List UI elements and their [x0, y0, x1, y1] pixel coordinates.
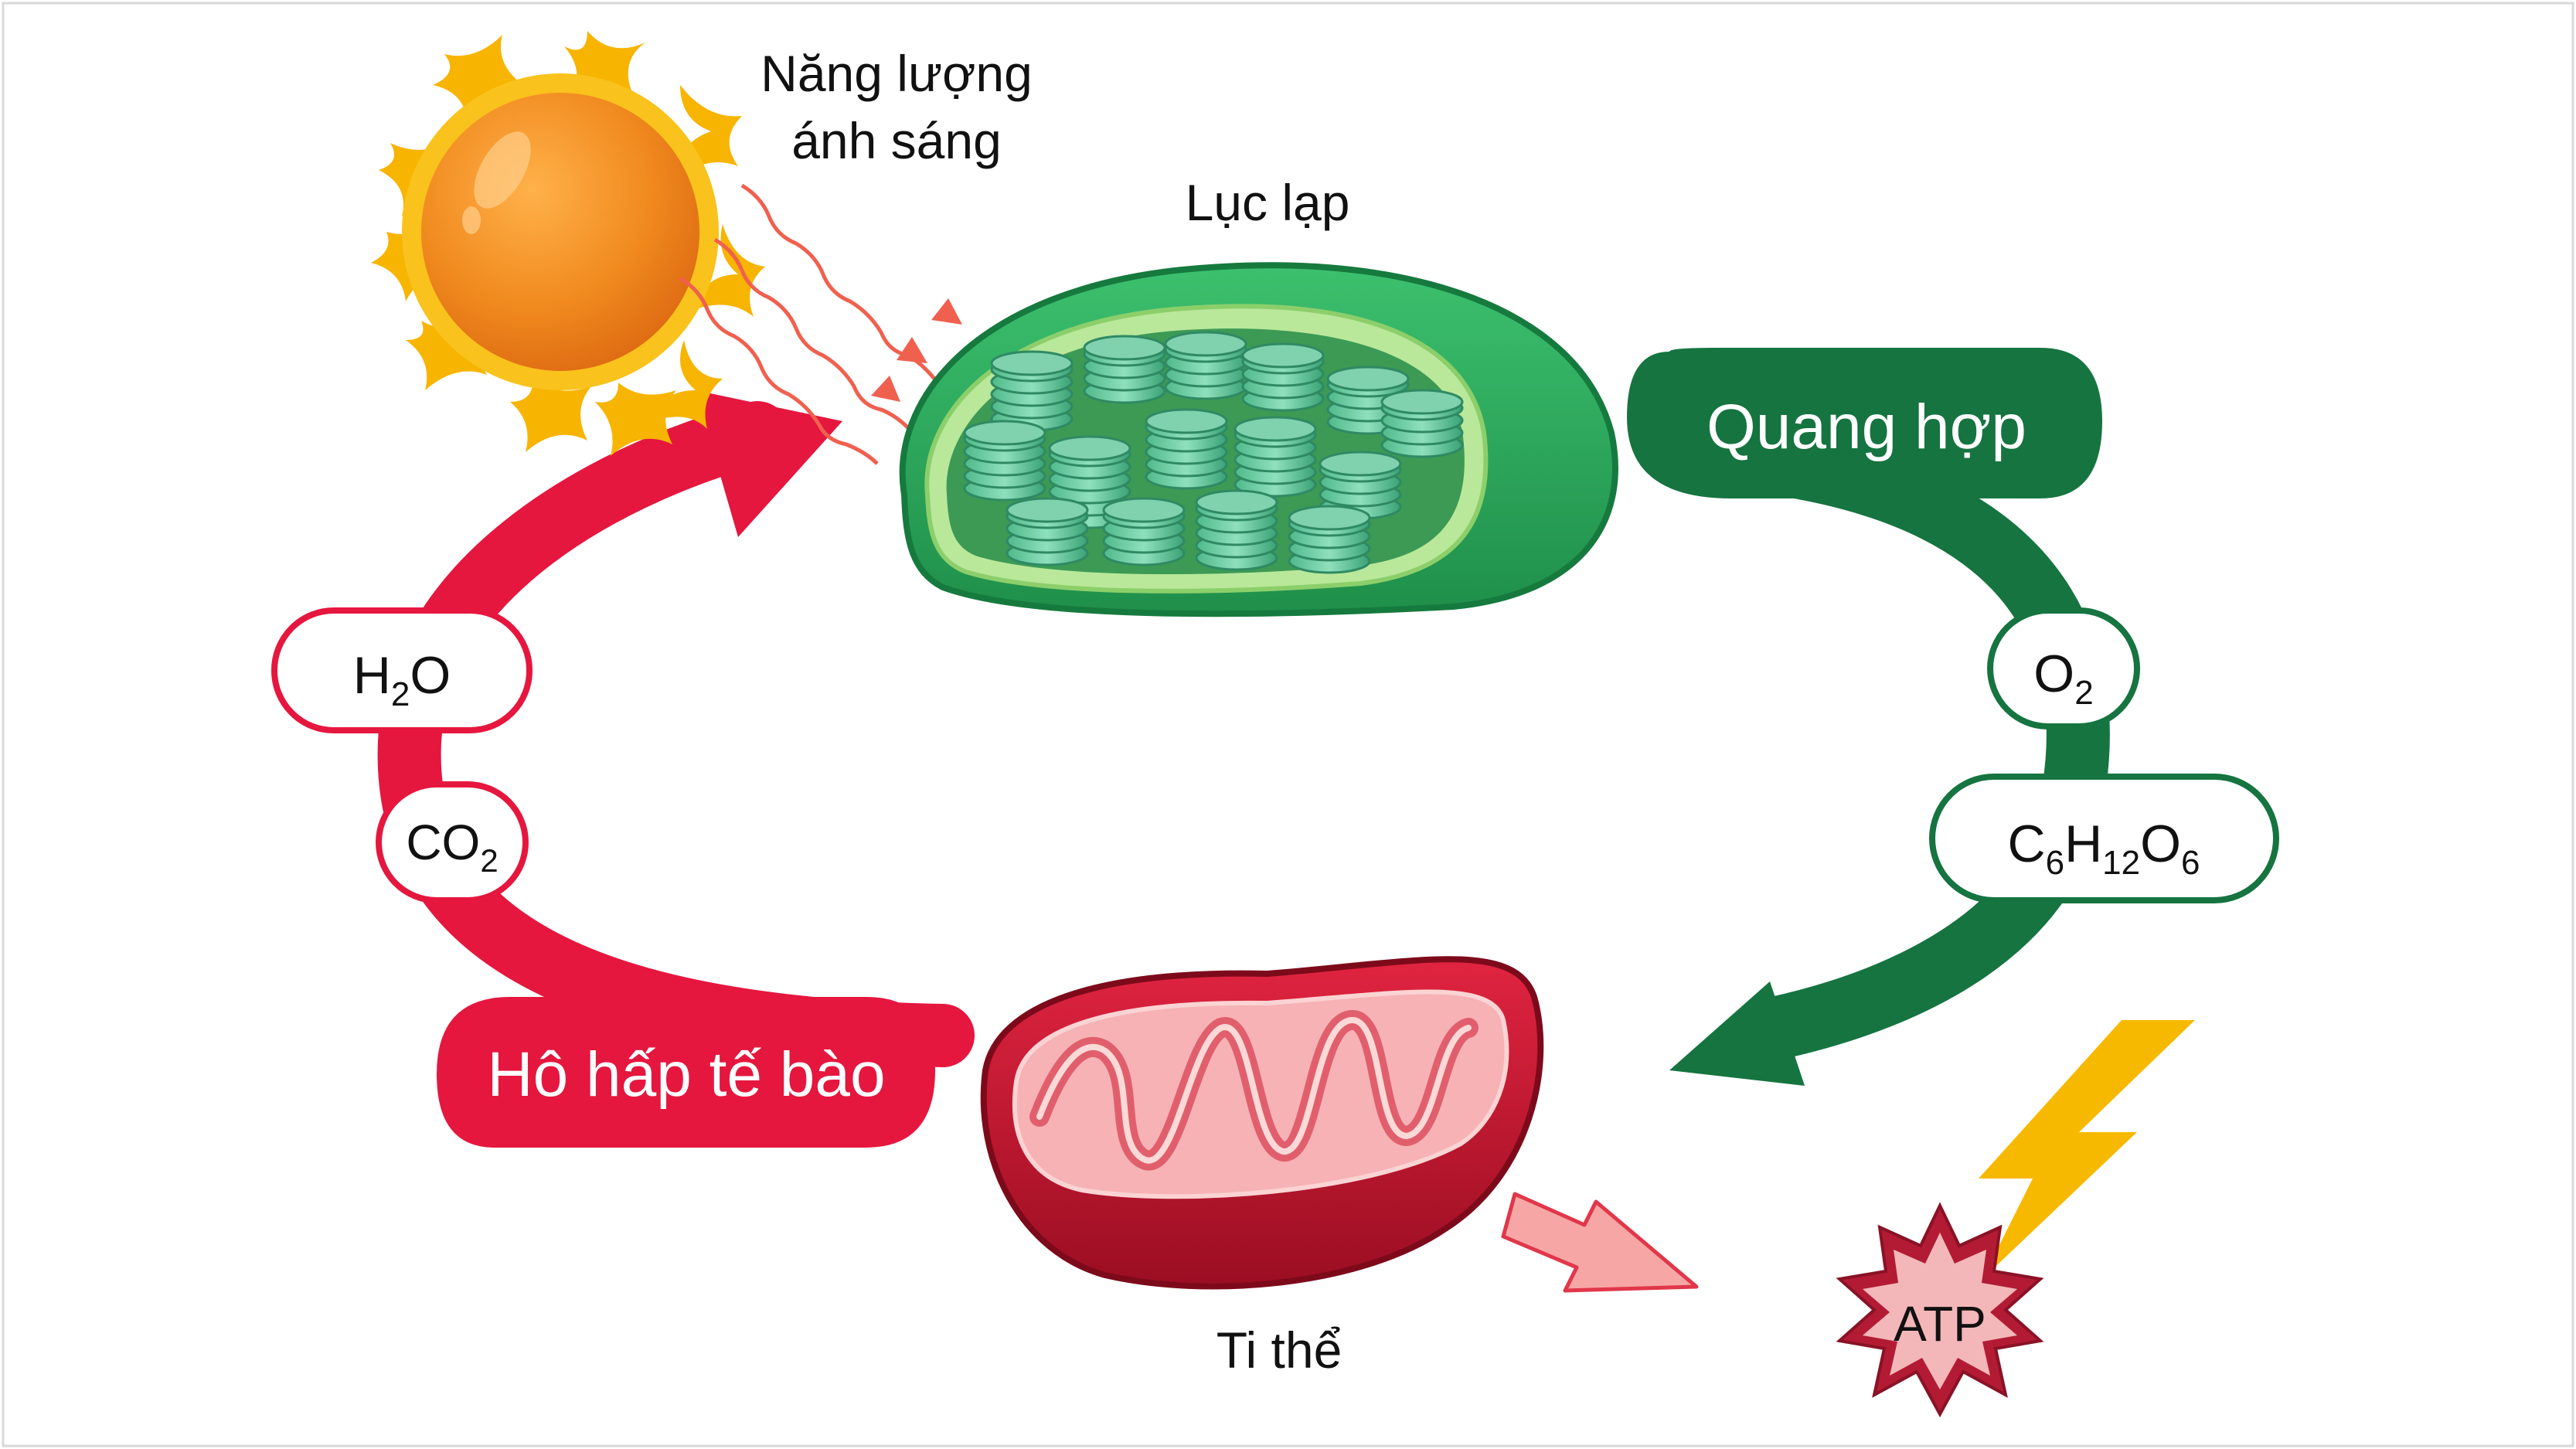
mitochondrion-label: Ti thể	[1217, 1321, 1342, 1379]
granum-stack	[1288, 505, 1371, 574]
glucose-formula: C6H12O6	[2007, 815, 2200, 882]
glucose-badge: C6H12O6	[1929, 774, 2279, 903]
granum-stack	[1145, 408, 1228, 490]
grana-stacks	[963, 331, 1464, 574]
water-badge: H2O	[271, 607, 533, 733]
water-formula: H2O	[353, 646, 451, 713]
carbon-dioxide-badge: CO2	[376, 781, 529, 903]
oxygen-formula: O2	[2033, 645, 2093, 712]
granum-stack	[1102, 497, 1186, 566]
granum-stack	[1083, 335, 1166, 404]
chloroplast-label: Lục lạp	[1186, 174, 1350, 231]
respiration-badge: Hô hấp tế bào	[437, 997, 935, 1148]
granum-stack	[1380, 389, 1464, 458]
photosynthesis-label: Quang hợp	[1707, 392, 2026, 462]
granum-stack	[1164, 331, 1247, 400]
light-ray-arrowheads	[871, 298, 962, 402]
light-energy-label-line2: ánh sáng	[791, 112, 1002, 169]
granum-stack	[1195, 489, 1278, 571]
granum-stack	[1241, 342, 1325, 412]
granum-stack	[963, 420, 1046, 502]
respiration-label: Hô hấp tế bào	[487, 1039, 885, 1110]
carbon-dioxide-formula: CO2	[406, 815, 498, 879]
sun-icon	[371, 31, 765, 456]
granum-stack	[990, 350, 1074, 432]
photosynthesis-badge: Quang hợp	[1627, 348, 2102, 498]
light-energy-label-line1: Năng lượng	[761, 45, 1033, 102]
lightning-icon	[1979, 1020, 2195, 1279]
atp-starburst-icon: ATP	[1836, 1202, 2044, 1418]
granum-stack	[1234, 416, 1317, 498]
atp-label: ATP	[1894, 1296, 1986, 1352]
granum-stack	[1006, 497, 1089, 566]
oxygen-badge: O2	[1987, 607, 2140, 730]
chloroplast-icon	[899, 262, 1618, 617]
atp-output-arrow	[1501, 1192, 1699, 1293]
mitochondrion-icon	[980, 956, 1544, 1290]
